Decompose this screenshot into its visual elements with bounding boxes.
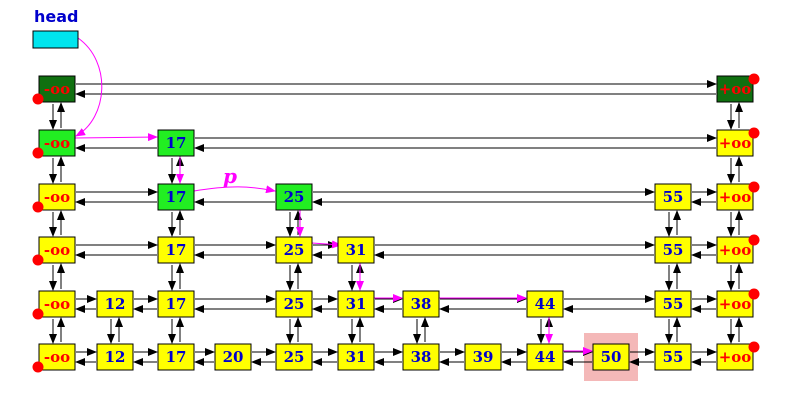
node-key-label: 38 bbox=[411, 295, 432, 313]
head-label: head bbox=[34, 7, 79, 26]
node-key-label: 12 bbox=[105, 348, 126, 366]
skip-list-node: 17 bbox=[157, 290, 195, 318]
sentinel-label: +oo bbox=[719, 241, 752, 259]
sentinel-dot-icon bbox=[32, 147, 44, 159]
skip-list-node: 12 bbox=[96, 290, 134, 318]
skip-list-node: 55 bbox=[654, 236, 692, 264]
neg-inf-sentinel-node: -oo bbox=[32, 75, 76, 105]
node-key-label: 17 bbox=[166, 134, 187, 152]
sentinel-dot-icon bbox=[748, 181, 760, 193]
skip-list-node: 17 bbox=[157, 343, 195, 371]
node-key-label: 12 bbox=[105, 295, 126, 313]
node-key-label: 25 bbox=[284, 188, 305, 206]
skip-list-node: 12 bbox=[96, 343, 134, 371]
sentinel-dot-icon bbox=[32, 201, 44, 213]
sentinel-dot-icon bbox=[32, 93, 44, 105]
sentinel-label: -oo bbox=[44, 134, 70, 152]
sentinel-label: -oo bbox=[44, 241, 70, 259]
skip-list-node: 39 bbox=[464, 343, 502, 371]
skip-list-node: 25 bbox=[275, 290, 313, 318]
sentinel-dot-icon bbox=[748, 288, 760, 300]
neg-inf-sentinel-node: -oo bbox=[32, 290, 76, 320]
pos-inf-sentinel-node: +oo bbox=[716, 127, 760, 157]
node-key-label: 38 bbox=[411, 348, 432, 366]
skip-list-node: 31 bbox=[337, 236, 375, 264]
sentinel-label: +oo bbox=[719, 295, 752, 313]
skip-list-node: 38 bbox=[402, 290, 440, 318]
node-key-label: 17 bbox=[166, 348, 187, 366]
head-pointer-box bbox=[32, 30, 79, 49]
node-key-label: 55 bbox=[663, 295, 684, 313]
skip-list-node: 25 bbox=[275, 183, 313, 211]
sentinel-label: -oo bbox=[44, 188, 70, 206]
skip-list-node: 55 bbox=[654, 183, 692, 211]
sentinel-label: +oo bbox=[719, 134, 752, 152]
sentinel-label: -oo bbox=[44, 295, 70, 313]
sentinel-dot-icon bbox=[748, 127, 760, 139]
search-arrow bbox=[74, 133, 158, 142]
pos-inf-sentinel-node: +oo bbox=[716, 288, 760, 318]
skip-list-node: 25 bbox=[275, 236, 313, 264]
skip-list-node: 50 bbox=[592, 343, 630, 371]
node-key-label: 17 bbox=[166, 241, 187, 259]
skip-list-node: 17 bbox=[157, 236, 195, 264]
search-arrow bbox=[311, 240, 342, 249]
sentinel-dot-icon bbox=[748, 73, 760, 85]
sentinel-dot-icon bbox=[748, 234, 760, 246]
node-key-label: 55 bbox=[663, 241, 684, 259]
sentinel-label: +oo bbox=[719, 188, 752, 206]
pos-inf-sentinel-node: +oo bbox=[716, 341, 760, 371]
node-key-label: 55 bbox=[663, 348, 684, 366]
neg-inf-sentinel-node: -oo bbox=[32, 343, 76, 373]
search-arrow bbox=[193, 185, 276, 194]
skip-list-node: 44 bbox=[526, 343, 564, 371]
node-key-label: 31 bbox=[346, 241, 367, 259]
skip-list-node: 55 bbox=[654, 290, 692, 318]
node-key-label: 39 bbox=[473, 348, 494, 366]
node-key-label: 25 bbox=[284, 295, 305, 313]
sentinel-dot-icon bbox=[32, 308, 44, 320]
sentinel-label: -oo bbox=[44, 348, 70, 366]
node-key-label: 20 bbox=[223, 348, 244, 366]
node-key-label: 31 bbox=[346, 295, 367, 313]
pos-inf-sentinel-node: +oo bbox=[716, 181, 760, 211]
node-key-label: 25 bbox=[284, 348, 305, 366]
skip-list-node: 31 bbox=[337, 343, 375, 371]
sentinel-dot-icon bbox=[32, 361, 44, 373]
sentinel-label: +oo bbox=[719, 80, 752, 98]
pos-inf-sentinel-node: +oo bbox=[716, 73, 760, 103]
node-key-label: 55 bbox=[663, 188, 684, 206]
neg-inf-sentinel-node: -oo bbox=[32, 183, 76, 213]
sentinel-label: +oo bbox=[719, 348, 752, 366]
sentinel-dot-icon bbox=[32, 254, 44, 266]
node-key-label: 31 bbox=[346, 348, 367, 366]
node-key-label: 17 bbox=[166, 295, 187, 313]
node-key-label: 44 bbox=[535, 348, 556, 366]
sentinel-dot-icon bbox=[748, 341, 760, 353]
skip-list-node: 17 bbox=[157, 183, 195, 211]
pos-inf-sentinel-node: +oo bbox=[716, 234, 760, 264]
node-key-label: 17 bbox=[166, 188, 187, 206]
neg-inf-sentinel-node: -oo bbox=[32, 129, 76, 159]
node-key-label: 25 bbox=[284, 241, 305, 259]
skip-list-node: 44 bbox=[526, 290, 564, 318]
head-search-arrow bbox=[75, 37, 103, 137]
skip-list-node: 38 bbox=[402, 343, 440, 371]
skip-list-node: 17 bbox=[157, 129, 195, 157]
skip-list-node: 20 bbox=[214, 343, 252, 371]
skip-list-node: 31 bbox=[337, 290, 375, 318]
skip-list-node: 55 bbox=[654, 343, 692, 371]
sentinel-label: -oo bbox=[44, 80, 70, 98]
neg-inf-sentinel-node: -oo bbox=[32, 236, 76, 266]
node-key-label: 50 bbox=[601, 348, 622, 366]
p-pointer-label: p bbox=[223, 164, 237, 188]
node-key-label: 44 bbox=[535, 295, 556, 313]
skip-list-node: 25 bbox=[275, 343, 313, 371]
